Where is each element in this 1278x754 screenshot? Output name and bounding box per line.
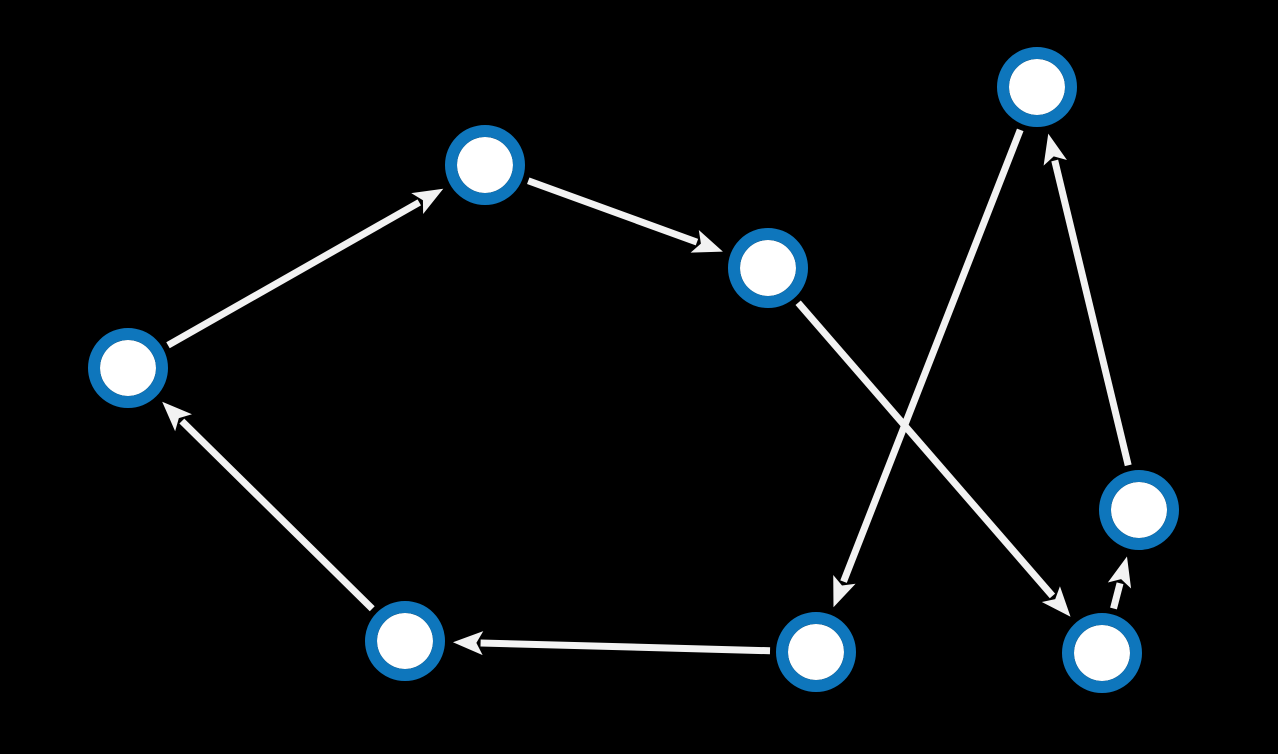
edge-left-to-top-left — [166, 188, 444, 349]
node-bottom-right-ring — [1062, 613, 1142, 693]
edge-bottom-center-to-bottom-left-line — [480, 639, 771, 655]
node-right-middle-ring — [1099, 470, 1179, 550]
node-top-left-ring — [445, 125, 525, 205]
node-bottom-left[interactable] — [365, 601, 445, 681]
node-top-center-ring — [728, 228, 808, 308]
node-right-middle-fill — [1111, 482, 1167, 538]
node-top-right[interactable] — [997, 47, 1077, 127]
edge-bottom-left-to-left-line — [179, 418, 375, 612]
node-bottom-center-fill — [788, 624, 844, 680]
node-left-ring — [88, 328, 168, 408]
node-top-right-ring — [997, 47, 1077, 127]
node-bottom-center-ring — [776, 612, 856, 692]
edge-top-right-to-bottom-center — [833, 128, 1024, 608]
edge-bottom-left-to-left — [162, 401, 375, 612]
edge-bottom-left-to-left-arrowhead — [162, 401, 192, 432]
node-top-right-fill — [1009, 59, 1065, 115]
edge-right-middle-to-top-right-line — [1051, 159, 1132, 467]
node-top-left-fill — [457, 137, 513, 193]
edge-bottom-right-to-right-middle-line — [1110, 582, 1124, 610]
node-bottom-left-ring — [365, 601, 445, 681]
edge-right-middle-to-top-right — [1043, 133, 1132, 467]
edge-right-middle-to-top-right-arrowhead — [1043, 133, 1067, 166]
edge-bottom-center-to-bottom-left-arrowhead — [452, 631, 484, 656]
edge-top-center-to-bottom-right-line — [795, 300, 1056, 599]
edge-top-right-to-bottom-center-line — [840, 128, 1024, 583]
node-left[interactable] — [88, 328, 168, 408]
edge-top-left-to-top-center-line — [527, 177, 699, 246]
node-left-fill — [100, 340, 156, 396]
edge-left-to-top-left-line — [166, 199, 422, 349]
node-top-center-fill — [740, 240, 796, 296]
node-bottom-center[interactable] — [776, 612, 856, 692]
edge-top-left-to-top-center — [527, 177, 723, 253]
edge-bottom-right-to-right-middle-arrowhead — [1107, 556, 1132, 589]
edge-bottom-right-to-right-middle — [1107, 556, 1132, 610]
node-bottom-right[interactable] — [1062, 613, 1142, 693]
node-bottom-left-fill — [377, 613, 433, 669]
node-top-center[interactable] — [728, 228, 808, 308]
edges-layer — [162, 128, 1132, 656]
node-top-left[interactable] — [445, 125, 525, 205]
edge-bottom-center-to-bottom-left — [452, 631, 771, 656]
edge-top-center-to-bottom-right — [795, 300, 1071, 617]
node-right-middle[interactable] — [1099, 470, 1179, 550]
edge-top-left-to-top-center-arrowhead — [690, 230, 723, 253]
edge-left-to-top-left-arrowhead — [411, 188, 444, 214]
nodes-layer — [88, 47, 1179, 693]
edge-top-right-to-bottom-center-arrowhead — [833, 574, 856, 608]
node-bottom-right-fill — [1074, 625, 1130, 681]
edge-top-center-to-bottom-right-arrowhead — [1041, 586, 1071, 617]
